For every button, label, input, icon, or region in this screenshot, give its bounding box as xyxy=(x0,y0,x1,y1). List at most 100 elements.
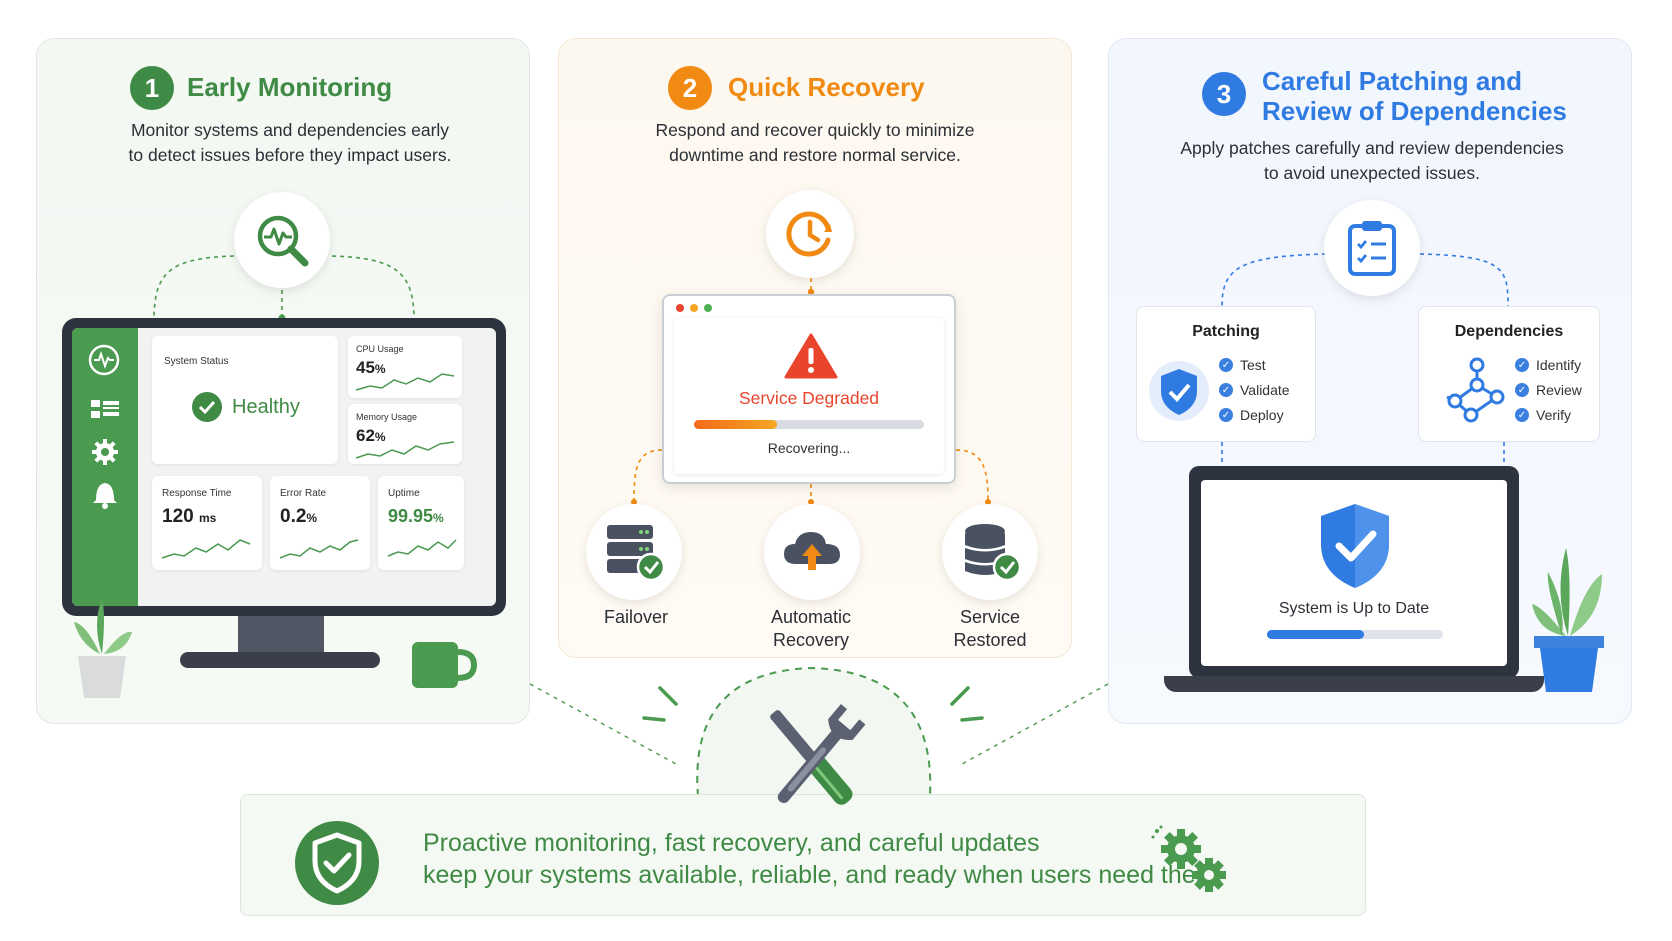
summary-text: Proactive monitoring, fast recovery, and… xyxy=(423,829,1224,889)
step-number-badge: 3 xyxy=(1202,72,1246,116)
shield-check-icon xyxy=(1321,504,1389,588)
check-icon: ✓ xyxy=(1219,358,1233,372)
bell-icon[interactable] xyxy=(93,483,117,509)
card-label: CPU Usage xyxy=(356,344,404,354)
error-sparkline xyxy=(279,539,359,559)
warning-icon xyxy=(784,333,838,379)
check-circle-icon xyxy=(192,392,222,422)
recovery-progress-fill xyxy=(694,420,777,429)
summary-banner: Proactive monitoring, fast recovery, and… xyxy=(240,794,1366,916)
monitor: System Status Healthy CPU Usage 45% Memo… xyxy=(62,318,506,616)
dashboard-screen: System Status Healthy CPU Usage 45% Memo… xyxy=(72,328,496,606)
sidebar-icons xyxy=(88,344,120,509)
status-value: Healthy xyxy=(232,395,300,418)
database-check-icon xyxy=(942,504,1038,600)
sparkle-lines xyxy=(642,686,984,722)
check-icon: ✓ xyxy=(1219,383,1233,397)
cpu-usage-card: CPU Usage 45% xyxy=(348,336,462,398)
checklist-item: ✓Review xyxy=(1515,382,1582,398)
memory-value: 62% xyxy=(356,426,386,445)
response-time-card: Response Time 120 ms xyxy=(152,476,262,570)
panel-title: Early Monitoring xyxy=(187,72,393,102)
list-icon[interactable] xyxy=(91,400,119,418)
check-icon: ✓ xyxy=(1515,408,1529,422)
response-value: 120 ms xyxy=(162,506,217,527)
window-dot-green xyxy=(704,304,712,312)
mug-icon xyxy=(412,642,478,688)
patching-card: Patching ✓Test ✓Validate ✓Deploy xyxy=(1136,306,1316,442)
checklist-item: ✓Identify xyxy=(1515,357,1581,373)
description-line: downtime and restore normal service. xyxy=(669,145,961,165)
system-status-card: System Status Healthy xyxy=(152,336,338,464)
progress-text: Recovering... xyxy=(767,440,851,456)
pulse-icon[interactable] xyxy=(88,344,120,376)
dashboard-sidebar xyxy=(72,328,138,606)
error-rate-card: Error Rate 0.2% xyxy=(270,476,370,570)
card-label: Response Time xyxy=(162,488,232,499)
step-label: Failover xyxy=(603,607,669,627)
laptop-screen: System is Up to Date xyxy=(1201,480,1507,666)
panel-title: Quick Recovery xyxy=(728,72,925,102)
step-number-badge: 2 xyxy=(668,66,712,110)
panel-description: Monitor systems and dependencies early t… xyxy=(80,118,500,168)
update-progress-fill xyxy=(1267,630,1364,639)
clock-refresh-icon xyxy=(766,190,854,278)
description-line: to avoid unexpected issues. xyxy=(1264,163,1480,183)
memory-sparkline xyxy=(355,441,455,459)
browser-window: Service Degraded Recovering... xyxy=(662,294,956,484)
plant-icon xyxy=(1532,548,1604,692)
check-icon: ✓ xyxy=(1219,408,1233,422)
panel-description: Apply patches carefully and review depen… xyxy=(1150,136,1594,186)
status-row: Healthy xyxy=(192,392,300,422)
uptime-value: 99.95% xyxy=(388,506,444,526)
update-status-text: System is Up to Date xyxy=(1278,600,1430,617)
check-icon: ✓ xyxy=(1515,383,1529,397)
wrench-screwdriver-icon xyxy=(770,703,866,805)
card-label: Uptime xyxy=(388,488,420,499)
cpu-value: 45% xyxy=(356,358,386,377)
cpu-sparkline xyxy=(355,373,455,391)
window-dot-red xyxy=(676,304,684,312)
uptime-sparkline xyxy=(387,539,457,557)
response-sparkline xyxy=(161,539,251,559)
plant-icon xyxy=(74,598,132,698)
description-line: Monitor systems and dependencies early xyxy=(130,120,450,140)
description-line: Apply patches carefully and review depen… xyxy=(1180,138,1564,158)
checklist-item: ✓Validate xyxy=(1219,382,1290,398)
error-value: 0.2% xyxy=(280,506,318,527)
monitor-base xyxy=(180,652,380,668)
checklist-item: ✓Verify xyxy=(1515,407,1571,423)
description-line: to detect issues before they impact user… xyxy=(128,145,452,165)
shield-check-icon xyxy=(1149,361,1209,421)
gears-icon xyxy=(1151,825,1226,892)
uptime-card: Uptime 99.95% xyxy=(378,476,464,570)
update-progress-track xyxy=(1267,630,1443,639)
alert-card: Service Degraded Recovering... xyxy=(674,318,944,474)
recovery-progress-track xyxy=(694,420,924,429)
step-label: Automatic Recovery xyxy=(770,607,852,650)
laptop: System is Up to Date xyxy=(1189,466,1519,678)
step-number-badge: 1 xyxy=(130,66,174,110)
checklist-item: ✓Test xyxy=(1219,357,1266,373)
memory-usage-card: Memory Usage 62% xyxy=(348,404,462,464)
dependencies-card: Dependencies ✓Identify ✓Review ✓Verify xyxy=(1418,306,1600,442)
shield-check-icon xyxy=(295,821,379,905)
alert-text: Service Degraded xyxy=(738,388,880,408)
check-icon: ✓ xyxy=(1515,358,1529,372)
card-title: Dependencies xyxy=(1454,323,1564,340)
laptop-base xyxy=(1164,676,1544,692)
card-label: System Status xyxy=(164,356,229,367)
card-label: Memory Usage xyxy=(356,412,418,422)
window-dot-yellow xyxy=(690,304,698,312)
card-label: Error Rate xyxy=(280,488,327,499)
checklist-item: ✓Deploy xyxy=(1219,407,1284,423)
pulse-magnifier-icon xyxy=(234,192,330,288)
clipboard-checklist-icon xyxy=(1324,200,1420,296)
panel-description: Respond and recover quickly to minimize … xyxy=(610,118,1020,168)
description-line: Respond and recover quickly to minimize xyxy=(655,120,975,140)
cloud-upload-icon xyxy=(764,504,860,600)
gear-icon[interactable] xyxy=(92,439,118,465)
